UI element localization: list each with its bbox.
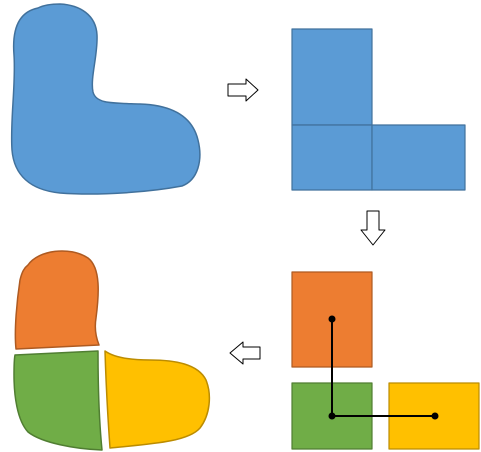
green-segment	[13, 350, 103, 451]
down-arrow-path	[360, 210, 386, 246]
skeleton-graph	[328, 315, 439, 420]
left-arrow-path	[229, 341, 261, 365]
right-arrow-path	[227, 78, 259, 102]
block-right-square	[371, 124, 466, 191]
block-corner-square	[291, 124, 373, 191]
separated-blocks	[291, 271, 480, 450]
blob-l-shape	[10, 3, 201, 195]
yellow-segment	[104, 350, 211, 449]
block-top-square	[291, 28, 373, 126]
right-arrow-icon	[227, 78, 259, 102]
blob-l-path	[10, 3, 201, 195]
block-l-shape	[291, 28, 466, 191]
segmented-blob	[13, 250, 211, 451]
graph-node-top	[328, 315, 336, 323]
down-arrow-icon	[360, 210, 386, 246]
graph-node-right	[431, 412, 439, 420]
orange-segment	[14, 250, 100, 350]
graph-node-corner	[328, 412, 336, 420]
left-arrow-icon	[229, 341, 261, 365]
